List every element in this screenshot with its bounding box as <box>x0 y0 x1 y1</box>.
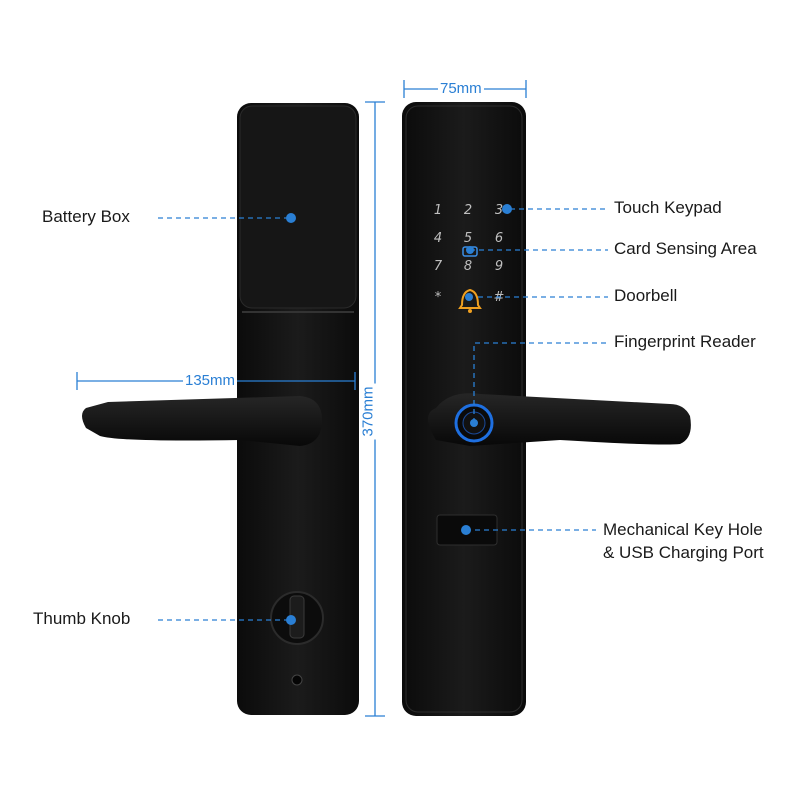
doorbell-dot <box>465 293 473 301</box>
callout-lines <box>158 208 608 621</box>
battery-box-cover <box>239 105 357 309</box>
battery-box-dot <box>286 213 296 223</box>
exterior-handle <box>428 393 691 446</box>
card-sensing-label: Card Sensing Area <box>614 239 757 258</box>
touch-keypad-dot <box>502 204 512 214</box>
keypad-key-6: 6 <box>495 231 503 246</box>
battery-box-label: Battery Box <box>42 207 130 226</box>
keypad-key-2: 2 <box>464 203 472 218</box>
thumb-knob-dot <box>286 615 296 625</box>
handle-dimension-label: 135mm <box>183 372 238 389</box>
fingerprint-dot <box>470 419 478 427</box>
keypad-key-8: 8 <box>464 259 472 274</box>
doorbell-icon <box>458 288 482 313</box>
card-sensing-dot <box>466 246 474 254</box>
keypad-key-7: 7 <box>434 259 443 274</box>
doorbell-label: Doorbell <box>614 286 678 305</box>
callout-dots <box>286 204 512 625</box>
screw-hole <box>291 674 303 686</box>
key-hole-label-line2: & USB Charging Port <box>603 543 764 562</box>
key-hole-label-line1: Mechanical Key Hole <box>603 520 763 539</box>
keypad-key-9: 9 <box>495 259 503 274</box>
height-dimension-label: 370mm <box>359 383 377 440</box>
keypad-key-3: 3 <box>495 203 503 218</box>
fingerprint-reader-label: Fingerprint Reader <box>614 332 756 351</box>
interior-handle <box>82 396 322 446</box>
width-dimension-label: 75mm <box>438 80 484 97</box>
keypad-key-star: * <box>435 290 442 305</box>
key-hole-dot <box>461 525 471 535</box>
keypad-key-4: 4 <box>434 231 442 246</box>
keypad-key-5: 5 <box>464 231 472 246</box>
touch-keypad-label: Touch Keypad <box>614 198 722 217</box>
keypad-key-1: 1 <box>434 203 442 218</box>
thumb-knob-label: Thumb Knob <box>33 609 131 628</box>
